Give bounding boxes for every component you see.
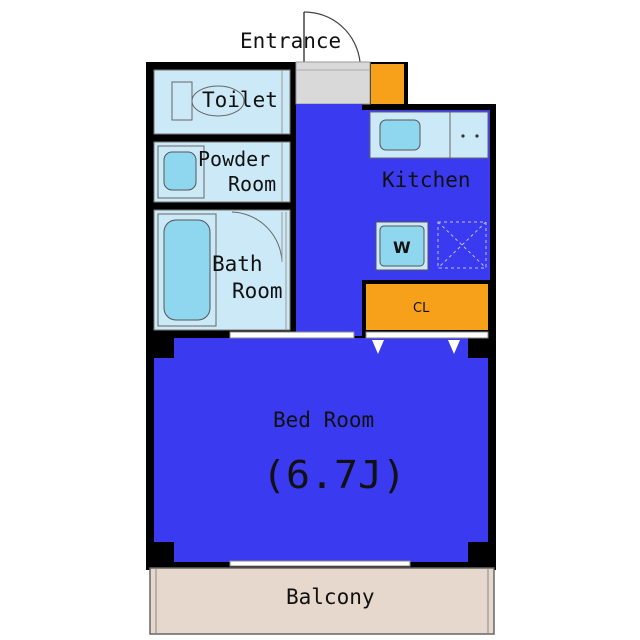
powder-room-label-line1: Powder — [198, 147, 270, 171]
bed-room-label: Bed Room — [273, 408, 374, 432]
shoe-cabinet — [371, 64, 404, 104]
toilet-label: Toilet — [202, 88, 278, 112]
entrance-floor — [295, 61, 371, 105]
balcony — [149, 567, 495, 635]
entrance-door — [303, 11, 361, 63]
hallway-floor — [296, 104, 362, 336]
closet-door — [365, 331, 489, 339]
closet-door-arrow — [448, 340, 460, 354]
balcony-window — [229, 560, 411, 567]
stove-burner-icon — [475, 134, 479, 138]
kitchen-label: Kitchen — [382, 168, 471, 192]
bed-room-doorway — [229, 331, 355, 339]
sink-icon — [379, 119, 421, 151]
washer-label: W — [393, 238, 411, 257]
balcony-label: Balcony — [286, 585, 375, 609]
powder-room-label-line2: Room — [228, 172, 276, 196]
bed-room-size-label: (6.7J) — [262, 453, 406, 497]
bath-room-label-line1: Bath — [212, 252, 263, 276]
entrance-label: Entrance — [240, 29, 341, 53]
toilet-tank-icon — [171, 81, 193, 121]
washer-icon — [379, 225, 425, 267]
bed-room-floor — [154, 338, 488, 562]
refrigerator-space — [437, 221, 487, 269]
bath-door-swing — [231, 211, 283, 263]
stove-burner-icon — [461, 134, 465, 138]
bathtub-icon — [163, 219, 211, 321]
closet-door-arrow — [372, 340, 384, 354]
closet-label: CL — [413, 301, 430, 316]
closet — [366, 284, 488, 330]
basin-icon — [163, 151, 197, 191]
bath-room-label-line2: Room — [232, 279, 283, 303]
toilet-bowl-icon — [191, 85, 245, 117]
